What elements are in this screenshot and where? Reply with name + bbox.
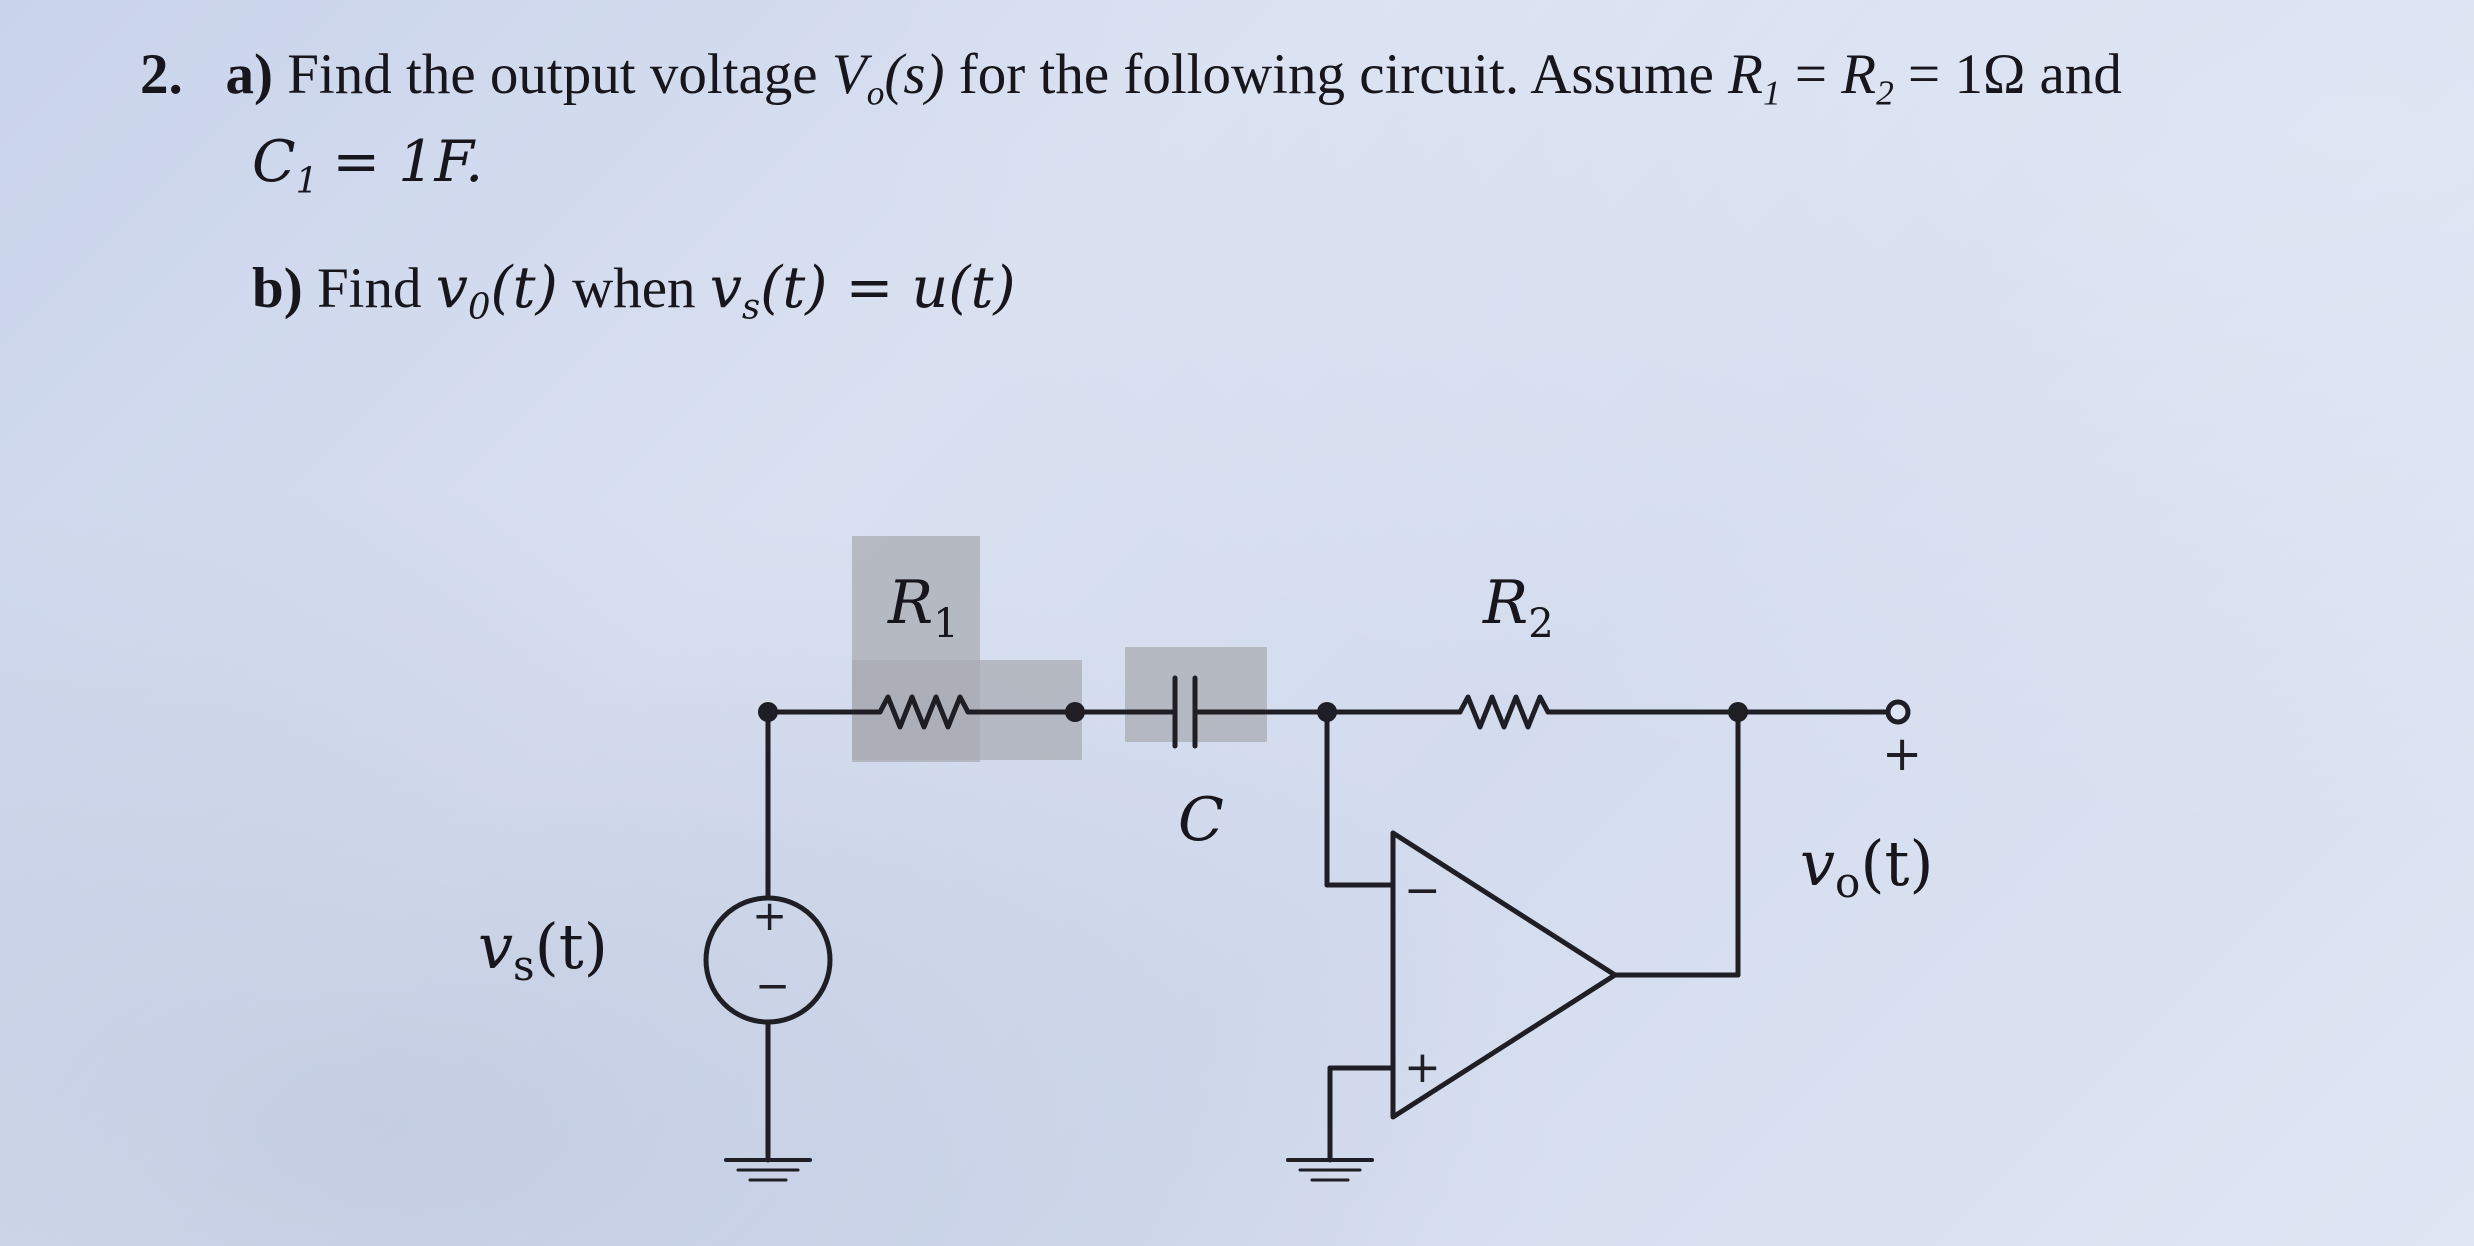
part-a-line-2: C1 = 1F. [252,134,483,199]
vo-t-symbol: v0(t) [435,255,558,328]
r1-resistor-icon [877,694,971,730]
part-a-text-2: for the following circuit. Assume [958,43,1714,106]
junction-node-r1-c [1065,702,1085,722]
junction-node-left [758,702,778,722]
source-plus-sign: + [752,891,787,940]
r1-label: R1 [887,568,959,647]
equals-1: = [1794,43,1828,106]
source-minus-sign: − [755,961,790,1010]
r2-label: R2 [1482,568,1554,647]
part-b-line: b) Find v0(t) when vs(t) = u(t) [252,260,1016,325]
part-b-text: Find [316,257,422,320]
c1-symbol: C1 [252,129,319,202]
part-a-label: a) [225,43,273,106]
part-b-when: when [572,257,696,320]
opamp-plus-sign: + [1404,1042,1441,1093]
r2-symbol: R2 [1841,43,1894,113]
part-a-text: Find the output voltage [287,43,818,106]
vo-s-symbol: Vo(s) [831,43,945,113]
vs-label: vs(t) [478,910,608,990]
r2-resistor-icon [1457,694,1551,730]
junction-node-output [1728,702,1748,722]
r1-symbol: R1 [1728,43,1781,113]
part-b-label: b) [252,257,303,320]
opamp-icon [1390,830,1618,1120]
output-terminal-icon [1885,699,1911,725]
capacitor-label: C [1178,785,1224,855]
vo-label: vo(t) [1800,827,1934,907]
resistance-value: = 1Ω and [1908,43,2122,106]
vs-t-expression: vs(t) = u(t) [709,255,1016,328]
problem-number: 2. [140,43,183,106]
opamp-minus-sign: − [1404,865,1441,916]
c1-value: = 1F. [332,129,484,195]
junction-node-inverting [1317,702,1337,722]
part-a-line-1: 2. a) Find the output voltage Vo(s) for … [140,46,2122,111]
output-plus-sign: + [1882,726,1922,782]
